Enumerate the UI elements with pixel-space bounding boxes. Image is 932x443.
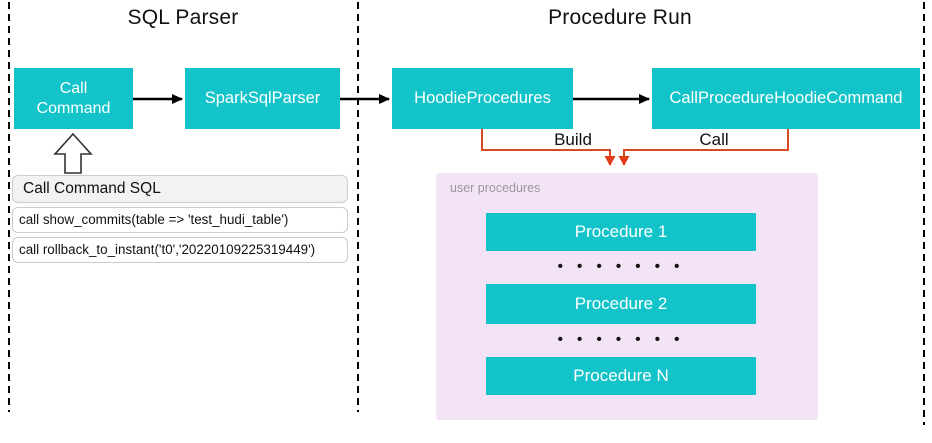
sql-example-row: call show_commits(table => 'test_hudi_ta… bbox=[12, 207, 348, 233]
node-sparksqlparser: SparkSqlParser bbox=[185, 68, 340, 129]
edge-label-build: Build bbox=[554, 130, 592, 149]
ellipsis-dots: • • • • • • • bbox=[557, 258, 685, 275]
section-title-sql-parser: SQL Parser bbox=[127, 6, 239, 29]
sql-panel-header: Call Command SQL bbox=[12, 175, 348, 203]
sql-example-row: call rollback_to_instant('t0','202201092… bbox=[12, 237, 348, 263]
node-procedure-1: Procedure 1 bbox=[486, 213, 756, 251]
ellipsis-dots: • • • • • • • bbox=[557, 331, 685, 348]
user-procedures-panel: user procedures Procedure 1 • • • • • • … bbox=[436, 173, 818, 420]
edge-label-call: Call bbox=[699, 130, 729, 149]
up-arrow-icon bbox=[53, 132, 93, 174]
node-procedure-n: Procedure N bbox=[486, 357, 756, 395]
section-title-procedure-run: Procedure Run bbox=[548, 6, 692, 29]
user-procedures-label: user procedures bbox=[450, 181, 541, 195]
node-hoodieprocedures: HoodieProcedures bbox=[392, 68, 573, 129]
node-procedure-2: Procedure 2 bbox=[486, 284, 756, 324]
node-call-command: Call Command bbox=[14, 68, 133, 129]
node-callprocedurehoodiecommand: CallProcedureHoodieCommand bbox=[652, 68, 920, 129]
call-command-sql-panel: Call Command SQL call show_commits(table… bbox=[12, 175, 348, 263]
